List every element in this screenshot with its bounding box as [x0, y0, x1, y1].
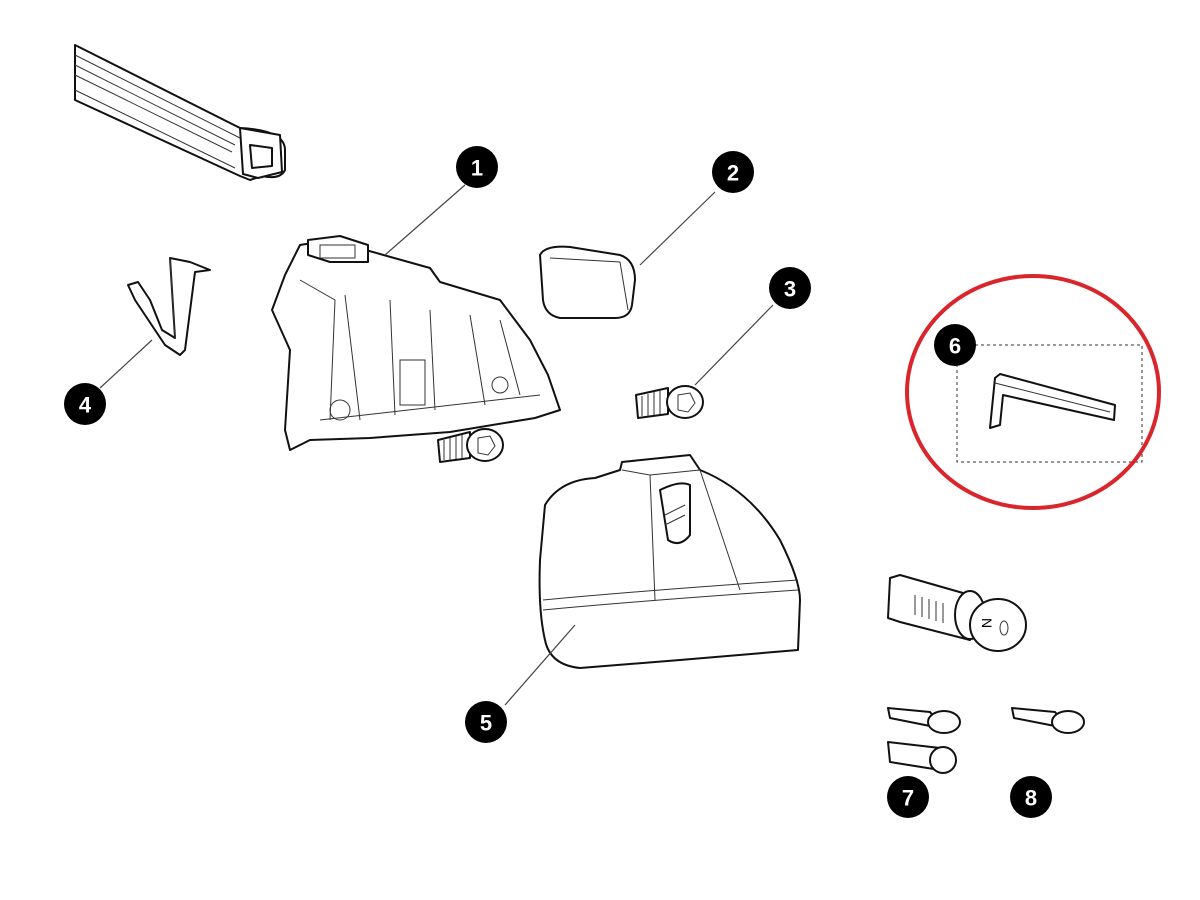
small-lock-cylinder [887, 741, 957, 774]
clip [127, 257, 211, 356]
lock-key-text: N [979, 618, 995, 628]
spare-key [1011, 707, 1085, 734]
callout-4: 4 [64, 383, 106, 425]
allen-key [989, 373, 1116, 429]
callout-3: 3 [769, 267, 811, 309]
lock-cylinder: N [887, 574, 1027, 652]
foot-cover [538, 454, 801, 669]
svg-text:1: 1 [471, 156, 483, 181]
end-cap [539, 245, 636, 319]
callout-8: 8 [1010, 776, 1052, 818]
callout-7: 7 [887, 776, 929, 818]
svg-text:8: 8 [1025, 786, 1037, 811]
foot-base [271, 235, 561, 451]
roof-bar [74, 44, 286, 181]
svg-text:6: 6 [949, 334, 961, 359]
callout-2: 2 [712, 151, 754, 193]
svg-text:7: 7 [902, 786, 914, 811]
svg-text:5: 5 [480, 711, 492, 736]
allen-key-frame [956, 344, 1143, 463]
key [887, 707, 961, 734]
callout-5: 5 [465, 701, 507, 743]
svg-text:3: 3 [784, 277, 796, 302]
callout-1: 1 [456, 146, 498, 188]
svg-text:4: 4 [79, 393, 92, 418]
hex-bolt [635, 385, 704, 419]
callout-6: 6 [934, 324, 976, 366]
hex-bolt [437, 428, 504, 463]
highlight-circle [905, 274, 1161, 510]
svg-text:2: 2 [727, 161, 739, 186]
